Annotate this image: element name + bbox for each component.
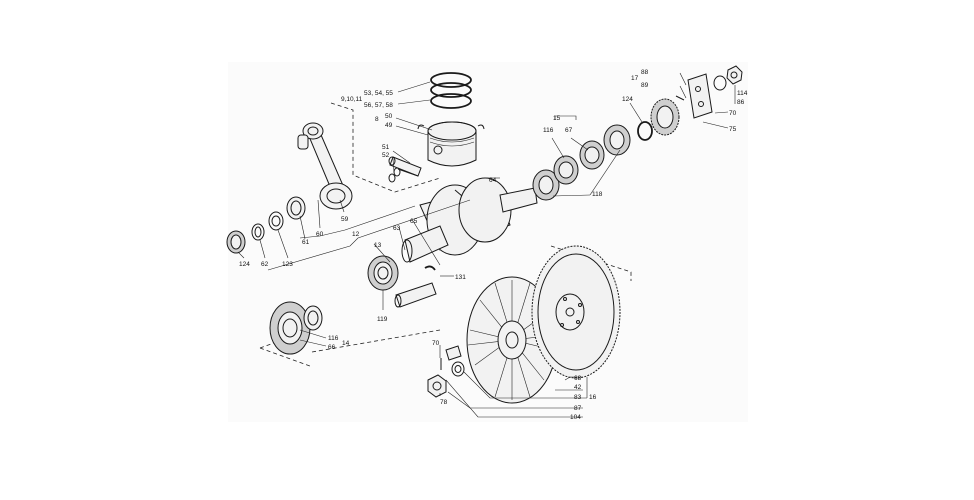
- seal-spacer: [303, 305, 323, 331]
- label-60: 60: [316, 231, 324, 238]
- needle-bearing: [226, 230, 246, 254]
- label-16: 16: [589, 394, 597, 401]
- flywheel-ring-gear: [531, 245, 621, 379]
- crank-pin: [394, 282, 437, 308]
- label-75: 75: [729, 126, 737, 133]
- bracket-plate: [687, 73, 713, 119]
- label-70-bottom: 70: [432, 340, 440, 347]
- gear-shaft-pin: [675, 95, 685, 101]
- label-83: 83: [574, 394, 582, 401]
- label-119: 119: [377, 316, 388, 323]
- flywheel-washer: [451, 361, 465, 377]
- label-131: 131: [455, 274, 466, 281]
- label-9-10-11: 9,10,11: [341, 96, 363, 103]
- label-59: 59: [341, 216, 349, 223]
- label-124-left: 124: [239, 261, 250, 268]
- piston-rings: [430, 72, 472, 109]
- label-12: 12: [352, 231, 360, 238]
- main-bearing-right-2: [553, 155, 579, 185]
- label-52: 52: [382, 152, 390, 159]
- part-labels: 53, 54, 55 9,10,11 56, 57, 58 8 50 49 51…: [239, 69, 748, 421]
- label-78: 78: [440, 399, 448, 406]
- label-124-top: 124: [622, 96, 633, 103]
- label-14: 14: [342, 340, 350, 347]
- main-bearing-left: [367, 255, 399, 291]
- label-61: 61: [302, 239, 310, 246]
- pinion-gear: [650, 98, 680, 136]
- label-86: 86: [737, 99, 745, 106]
- label-56-57-58: 56, 57, 58: [364, 102, 393, 109]
- pin-clip: [388, 173, 396, 183]
- label-50: 50: [385, 113, 393, 120]
- flywheel-key: [445, 345, 462, 361]
- label-116-bottom: 116: [328, 335, 339, 342]
- label-63: 63: [393, 225, 401, 232]
- big-end-bearing: [286, 196, 306, 220]
- label-13: 13: [374, 242, 382, 249]
- outer-bearing: [603, 124, 631, 156]
- oil-seal: [269, 301, 311, 355]
- label-114: 114: [737, 90, 748, 97]
- piston: [427, 121, 477, 167]
- crankshaft: [401, 177, 538, 263]
- label-89: 89: [641, 82, 649, 89]
- label-68: 68: [574, 375, 582, 382]
- label-8: 8: [375, 116, 379, 123]
- label-51: 51: [382, 144, 390, 151]
- connecting-rod: [302, 122, 353, 210]
- woodruff-key: [424, 265, 436, 271]
- circlip-right: [477, 124, 485, 130]
- label-67: 67: [565, 127, 573, 134]
- main-bearing-right-1: [532, 169, 560, 201]
- roller-cage: [579, 140, 605, 170]
- snap-ring: [637, 121, 653, 141]
- thrust-washer-2: [251, 223, 265, 241]
- label-49: 49: [385, 122, 393, 129]
- label-62: 62: [261, 261, 269, 268]
- nut-top-right: [726, 65, 743, 85]
- label-15: 15: [553, 115, 561, 122]
- label-53-54-55: 53, 54, 55: [364, 90, 393, 97]
- label-104: 104: [570, 414, 581, 421]
- label-17: 17: [631, 75, 639, 82]
- label-65: 65: [410, 218, 418, 225]
- piston-group-boundary: [330, 102, 441, 193]
- label-118: 118: [592, 191, 603, 198]
- small-end-bush: [297, 134, 309, 150]
- label-70-top: 70: [729, 110, 737, 117]
- label-66: 66: [328, 344, 336, 351]
- flywheel-nut: [427, 374, 447, 398]
- label-87: 87: [574, 405, 582, 412]
- thrust-washer-1: [268, 211, 284, 231]
- label-123: 123: [282, 261, 293, 268]
- circlip-left: [417, 124, 425, 130]
- lock-washer: [713, 75, 727, 91]
- leader-lines: [237, 72, 736, 418]
- seal-to-rotor-dash: [311, 329, 441, 353]
- label-116-top: 116: [543, 127, 554, 134]
- label-88: 88: [641, 69, 649, 76]
- label-42: 42: [574, 384, 582, 391]
- label-64: 64: [489, 177, 497, 184]
